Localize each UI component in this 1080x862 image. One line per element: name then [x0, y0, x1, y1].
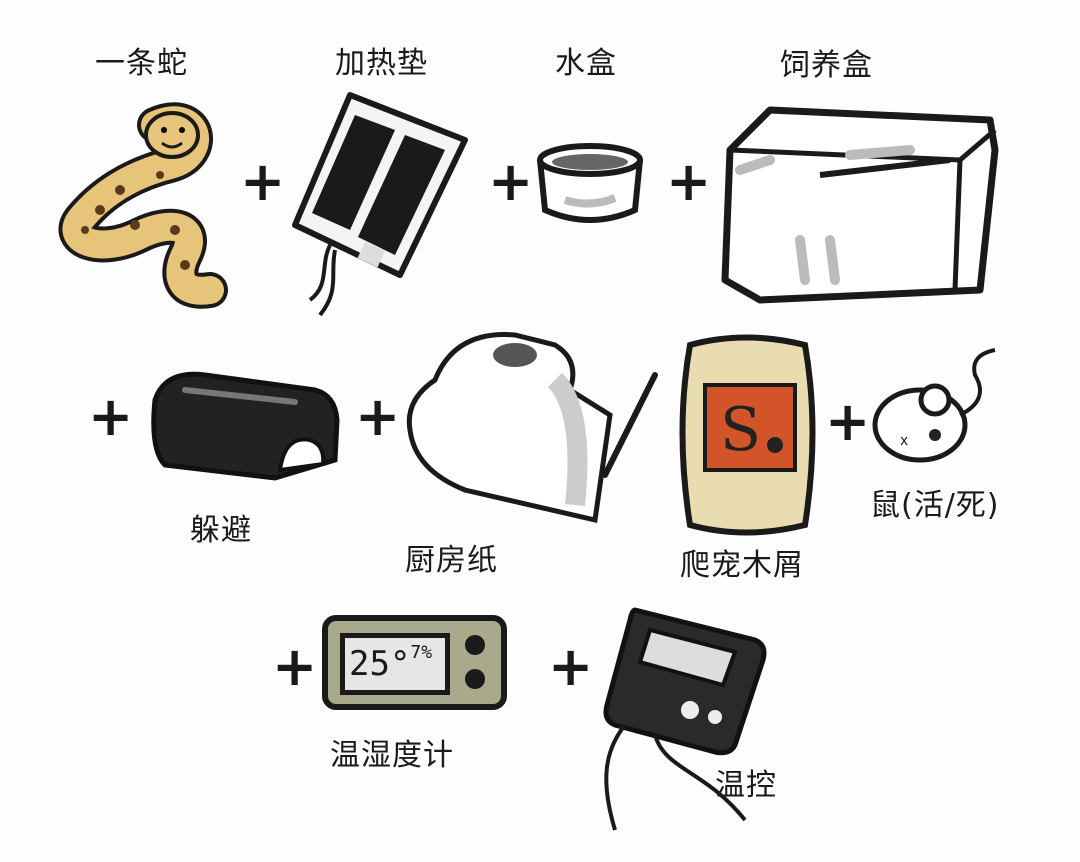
label-substrate: 爬宠木屑 [680, 548, 804, 583]
hygrometer-display: 25°7% [340, 633, 450, 695]
label-water-bowl: 水盒 [555, 46, 617, 81]
plus-sign: + [488, 150, 534, 213]
label-enclosure: 饲养盒 [780, 48, 873, 83]
label-thermostat: 温控 [715, 768, 777, 803]
label-hide: 躲避 [190, 513, 252, 548]
humidity-reading: 7% [410, 642, 433, 663]
hygrometer-button [465, 669, 485, 689]
plus-sign: + [825, 390, 871, 453]
substrate-logo: S [720, 395, 761, 465]
paper-towel-illustration [406, 332, 613, 524]
plus-sign: + [666, 150, 712, 213]
plus-sign: + [88, 385, 134, 448]
substrate-bag-illustration: S [679, 334, 816, 536]
label-heat-pad: 加热垫 [335, 46, 428, 81]
label-paper-towel: 厨房纸 [405, 543, 498, 578]
plus-sign: + [240, 150, 286, 213]
hygrometer-illustration: 25°7% [322, 615, 507, 710]
plus-sign: + [548, 635, 594, 698]
or-slash [602, 372, 658, 478]
temperature-reading: 25° [349, 644, 411, 684]
heat-pad-illustration [292, 92, 468, 317]
mouse-illustration: x [872, 348, 996, 463]
plus-sign: + [272, 635, 318, 698]
svg-text:x: x [900, 433, 908, 449]
water-bowl-illustration [537, 143, 643, 223]
hide-illustration [151, 371, 340, 481]
label-snake: 一条蛇 [95, 46, 188, 81]
label-hygrometer: 温湿度计 [330, 738, 454, 773]
snake-illustration [58, 102, 228, 309]
thermostat-illustration [603, 607, 767, 831]
hygrometer-button [465, 635, 485, 655]
plus-sign: + [355, 385, 401, 448]
enclosure-illustration [721, 106, 999, 304]
label-mouse: 鼠(活/死) [870, 488, 1000, 523]
